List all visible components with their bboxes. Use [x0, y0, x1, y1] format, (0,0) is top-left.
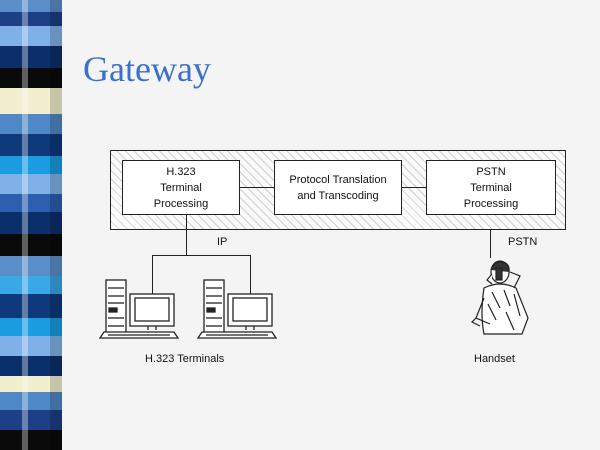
terminal-right-drop: [250, 255, 251, 295]
h323-terminals-label: H.323 Terminals: [145, 353, 225, 365]
pstn-processing-box: PSTN Terminal Processing: [426, 160, 556, 215]
pstn-vertical-line: [490, 230, 491, 258]
slide-title: Gateway: [83, 49, 211, 89]
protocol-box-line: Protocol Translation: [289, 173, 387, 186]
decorative-strip: [0, 0, 62, 450]
ip-horizontal-line: [152, 255, 251, 256]
ip-vertical-line: [186, 215, 187, 255]
pstn-box-line: Processing: [463, 197, 519, 210]
protocol-translation-box: Protocol Translation and Transcoding: [274, 160, 402, 215]
pstn-label: PSTN: [508, 236, 538, 248]
h323-box-line: H.323: [166, 165, 196, 178]
h323-box-line: Processing: [153, 197, 209, 210]
box-connector-left: [240, 187, 274, 188]
h323-box-line: Terminal: [160, 181, 202, 194]
person-on-phone-icon: [470, 260, 529, 335]
computer-terminal-right-icon: [196, 279, 278, 339]
box-connector-right: [402, 187, 426, 188]
handset-label: Handset: [474, 353, 515, 365]
protocol-box-line: and Transcoding: [297, 189, 379, 202]
terminal-left-drop: [152, 255, 153, 295]
pstn-box-line: Terminal: [470, 181, 512, 194]
ip-label: IP: [217, 236, 228, 248]
h323-processing-box: H.323 Terminal Processing: [122, 160, 240, 215]
computer-terminal-left-icon: [98, 279, 180, 339]
pstn-box-line: PSTN: [476, 165, 506, 178]
